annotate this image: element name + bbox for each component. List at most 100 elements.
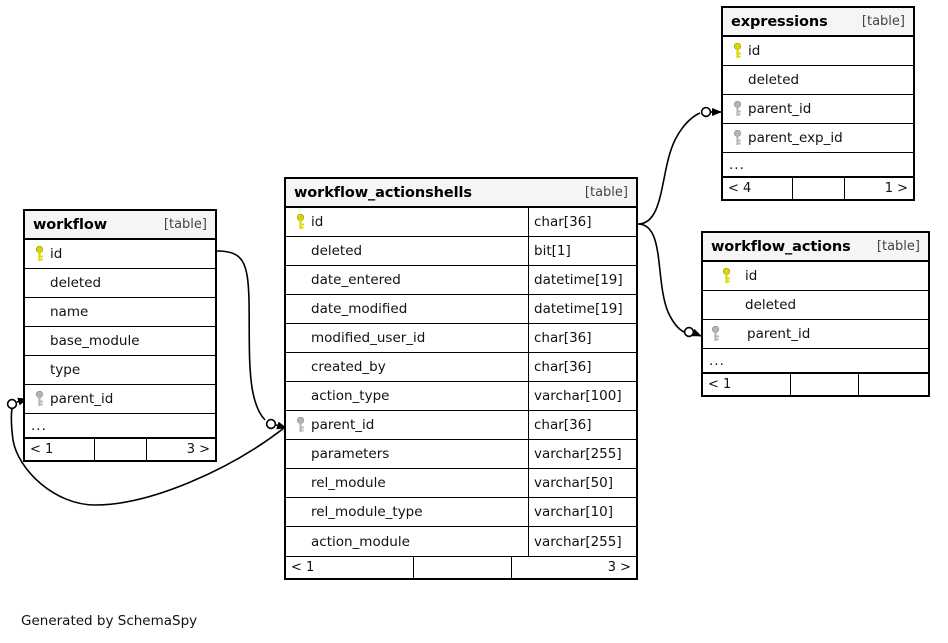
table-title: workflow_actions (711, 238, 851, 255)
column-name-cell: rel_module_type (286, 498, 528, 526)
footer-incoming-count: < 4 (723, 178, 793, 199)
table-row[interactable]: parent_id (723, 95, 913, 124)
column-name-cell: action_module (286, 527, 528, 556)
column-name-cell: id (25, 240, 215, 268)
column-name-cell: parent_id (723, 95, 913, 123)
table-expressions[interactable]: expressions [table] id (721, 6, 915, 201)
table-workflow-actions[interactable]: workflow_actions [table] id (701, 231, 930, 397)
more-columns-indicator: ... (25, 414, 215, 438)
column-name: base_module (50, 333, 140, 349)
column-type: varchar[50] (528, 469, 636, 497)
table-row[interactable]: parent_exp_id (723, 124, 913, 153)
footer-middle (793, 178, 845, 199)
table-row[interactable]: action_type varchar[100] (286, 382, 636, 411)
table-row[interactable]: date_modified datetime[19] (286, 295, 636, 324)
table-row[interactable]: id (703, 262, 928, 291)
grey-key-icon (292, 417, 309, 433)
table-row[interactable]: deleted bit[1] (286, 237, 636, 266)
column-name-cell: name (25, 298, 215, 326)
column-type: varchar[100] (528, 382, 636, 410)
table-title: expressions (731, 13, 828, 30)
grey-key-icon (729, 130, 746, 146)
more-columns-indicator: ... (723, 153, 913, 177)
table-title: workflow (33, 216, 107, 233)
column-name: action_type (311, 388, 390, 404)
table-row[interactable]: rel_module_type varchar[10] (286, 498, 636, 527)
column-name-cell: deleted (703, 291, 928, 319)
more-columns-indicator: ... (703, 349, 928, 373)
footer-middle (414, 557, 512, 578)
column-name: id (748, 43, 761, 59)
table-workflow-actionshells[interactable]: workflow_actionshells [table] id (284, 177, 638, 580)
column-name: name (50, 304, 89, 320)
yellow-key-icon (292, 214, 309, 230)
grey-key-icon (31, 391, 48, 407)
column-name: parent_id (311, 417, 375, 433)
column-name: parent_exp_id (748, 130, 843, 146)
table-row[interactable]: id char[36] (286, 208, 636, 237)
table-row[interactable]: deleted (25, 269, 215, 298)
column-name-cell: rel_module (286, 469, 528, 497)
table-row[interactable]: id (723, 37, 913, 66)
footer-middle (95, 439, 147, 460)
table-row[interactable]: date_entered datetime[19] (286, 266, 636, 295)
column-name-cell: deleted (286, 237, 528, 265)
table-columns: id char[36] deleted bit[1] date_entered … (286, 208, 636, 556)
footer-incoming-count: < 1 (286, 557, 414, 578)
table-row[interactable]: parent_id char[36] (286, 411, 636, 440)
table-row[interactable]: deleted (723, 66, 913, 95)
table-header: workflow [table] (25, 211, 215, 240)
table-header: workflow_actionshells [table] (286, 179, 636, 208)
yellow-key-icon (31, 246, 48, 262)
table-row[interactable]: created_by char[36] (286, 353, 636, 382)
edge-actionshells-id-to-workflow-actions-parent-id (637, 223, 702, 338)
column-name-cell: id (723, 37, 913, 65)
column-name: parent_id (748, 101, 812, 117)
column-name: date_modified (311, 301, 408, 317)
column-name: date_entered (311, 272, 401, 288)
table-footer: < 1 3 > (25, 438, 215, 460)
column-name: parent_id (747, 326, 811, 342)
yellow-key-icon (729, 43, 746, 59)
column-type: char[36] (528, 411, 636, 439)
table-type-tag: [table] (163, 217, 207, 232)
table-row[interactable]: action_module varchar[255] (286, 527, 636, 556)
column-name-cell: id (286, 208, 528, 236)
column-name: deleted (745, 297, 797, 313)
table-row[interactable]: type (25, 356, 215, 385)
yellow-key-icon (709, 268, 743, 284)
column-name: deleted (311, 243, 363, 259)
table-header: workflow_actions [table] (703, 233, 928, 262)
table-row[interactable]: name (25, 298, 215, 327)
column-type: varchar[255] (528, 527, 636, 556)
column-type: datetime[19] (528, 266, 636, 294)
column-name-cell: deleted (25, 269, 215, 297)
column-type: varchar[255] (528, 440, 636, 468)
column-type: bit[1] (528, 237, 636, 265)
column-name: parent_id (50, 391, 114, 407)
column-name-cell: parent_exp_id (723, 124, 913, 152)
table-row[interactable]: parent_id (703, 320, 928, 349)
table-footer: < 1 (703, 373, 928, 395)
table-row[interactable]: base_module (25, 327, 215, 356)
column-name: id (311, 214, 324, 230)
column-name: type (50, 362, 81, 378)
table-row[interactable]: deleted (703, 291, 928, 320)
column-name-cell: parent_id (286, 411, 528, 439)
table-row[interactable]: rel_module varchar[50] (286, 469, 636, 498)
column-name: action_module (311, 533, 410, 550)
table-row[interactable]: id (25, 240, 215, 269)
table-row[interactable]: parameters varchar[255] (286, 440, 636, 469)
table-type-tag: [table] (584, 185, 628, 200)
table-type-tag: [table] (876, 239, 920, 254)
table-row[interactable]: parent_id (25, 385, 215, 414)
column-name-cell: parent_id (25, 385, 215, 413)
table-workflow[interactable]: workflow [table] id (23, 209, 217, 462)
column-type: datetime[19] (528, 295, 636, 323)
column-name: created_by (311, 359, 386, 375)
table-footer: < 1 3 > (286, 556, 636, 578)
grey-key-icon (709, 326, 745, 342)
table-row[interactable]: modified_user_id char[36] (286, 324, 636, 353)
column-name: modified_user_id (311, 330, 426, 346)
